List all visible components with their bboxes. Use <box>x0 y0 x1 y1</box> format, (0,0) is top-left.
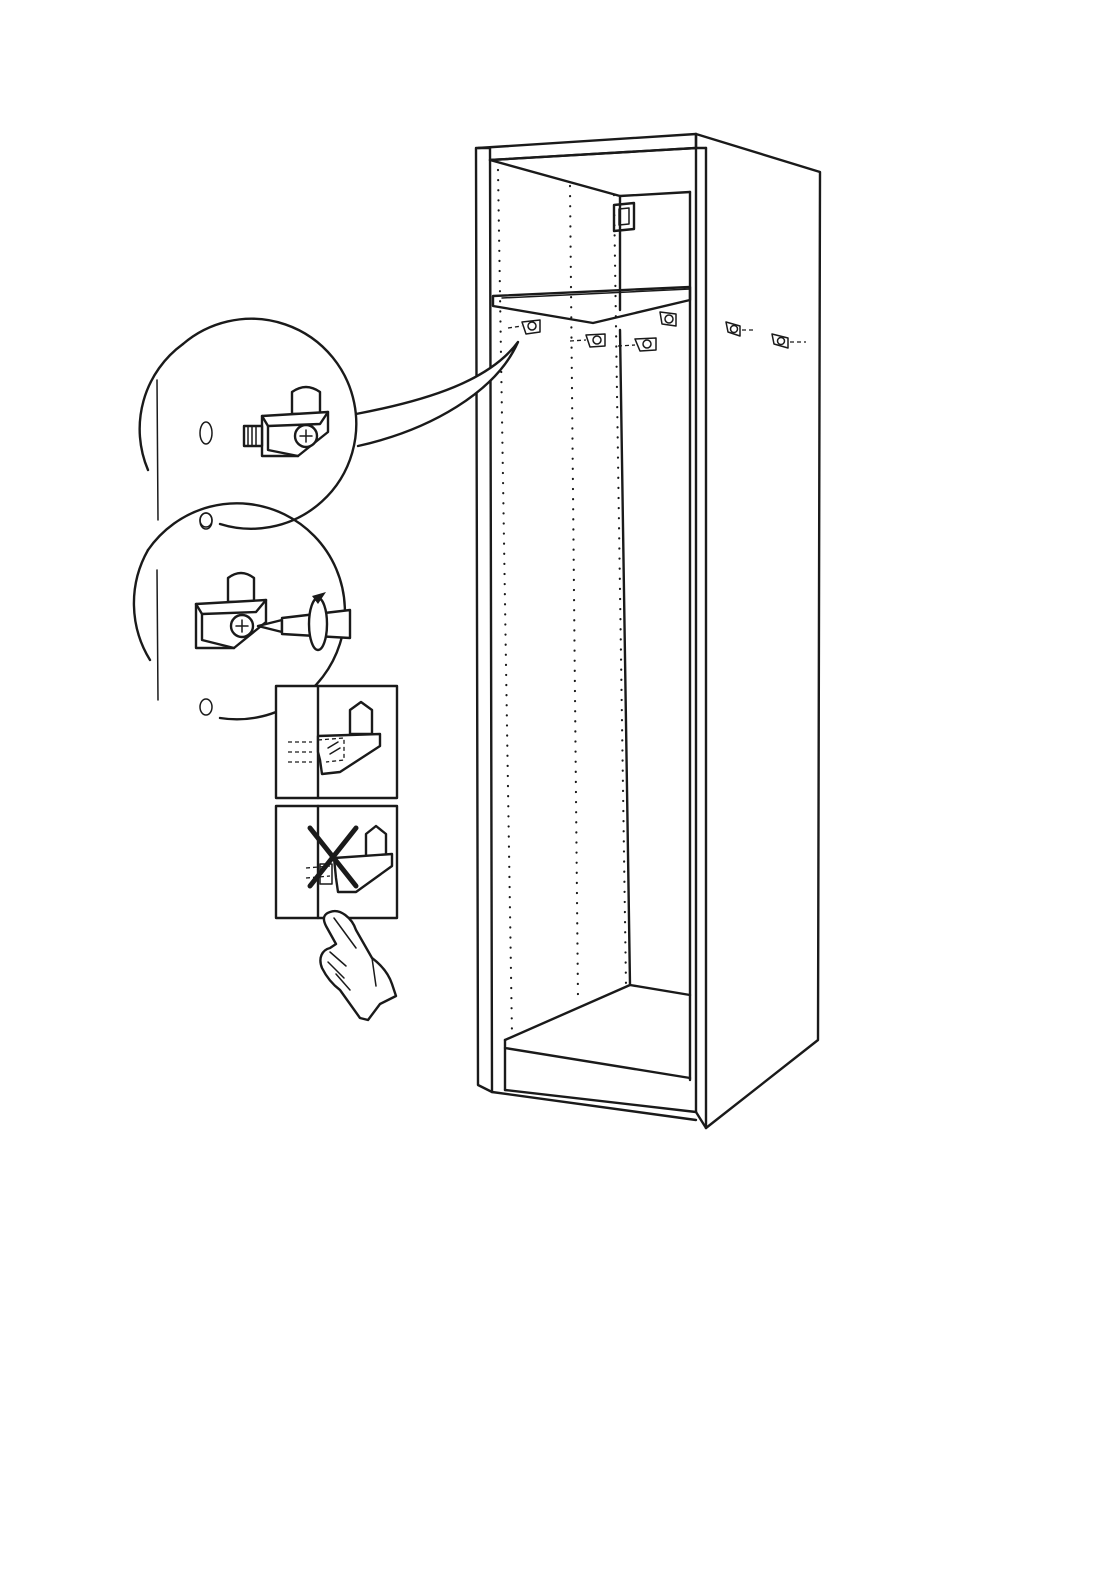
left-panel-front-edge <box>476 148 492 1092</box>
cam-lock-5 <box>726 322 756 336</box>
cam-lock-4 <box>660 312 676 326</box>
detail-correct-position <box>276 686 397 798</box>
rail-bracket <box>614 203 634 231</box>
detail-incorrect-position <box>276 806 397 918</box>
back-panel-edge <box>490 160 620 310</box>
cam-lock-housing <box>262 387 328 456</box>
cam-lock-6 <box>772 334 806 348</box>
top-panel <box>478 134 696 160</box>
pointing-hand-icon <box>320 911 396 1020</box>
screwdriver-icon <box>258 610 350 638</box>
cam-lock-3 <box>618 338 656 351</box>
pre-drilled-hole <box>200 422 212 444</box>
cam-lock-2 <box>570 334 605 347</box>
cam-bolt <box>244 426 262 446</box>
hole-row-front-left <box>498 170 512 1035</box>
wardrobe-frame <box>476 134 820 1128</box>
right-side-panel <box>696 134 820 1128</box>
rotate-clockwise-icon <box>309 592 327 650</box>
detail-insert-cam-lock <box>140 319 518 529</box>
cam-lock-1 <box>508 320 540 334</box>
cam-lock-housing <box>196 573 266 648</box>
hole-row-back-left <box>570 186 578 1000</box>
bottom-panel <box>505 985 690 1040</box>
callout-pointer <box>356 342 518 446</box>
